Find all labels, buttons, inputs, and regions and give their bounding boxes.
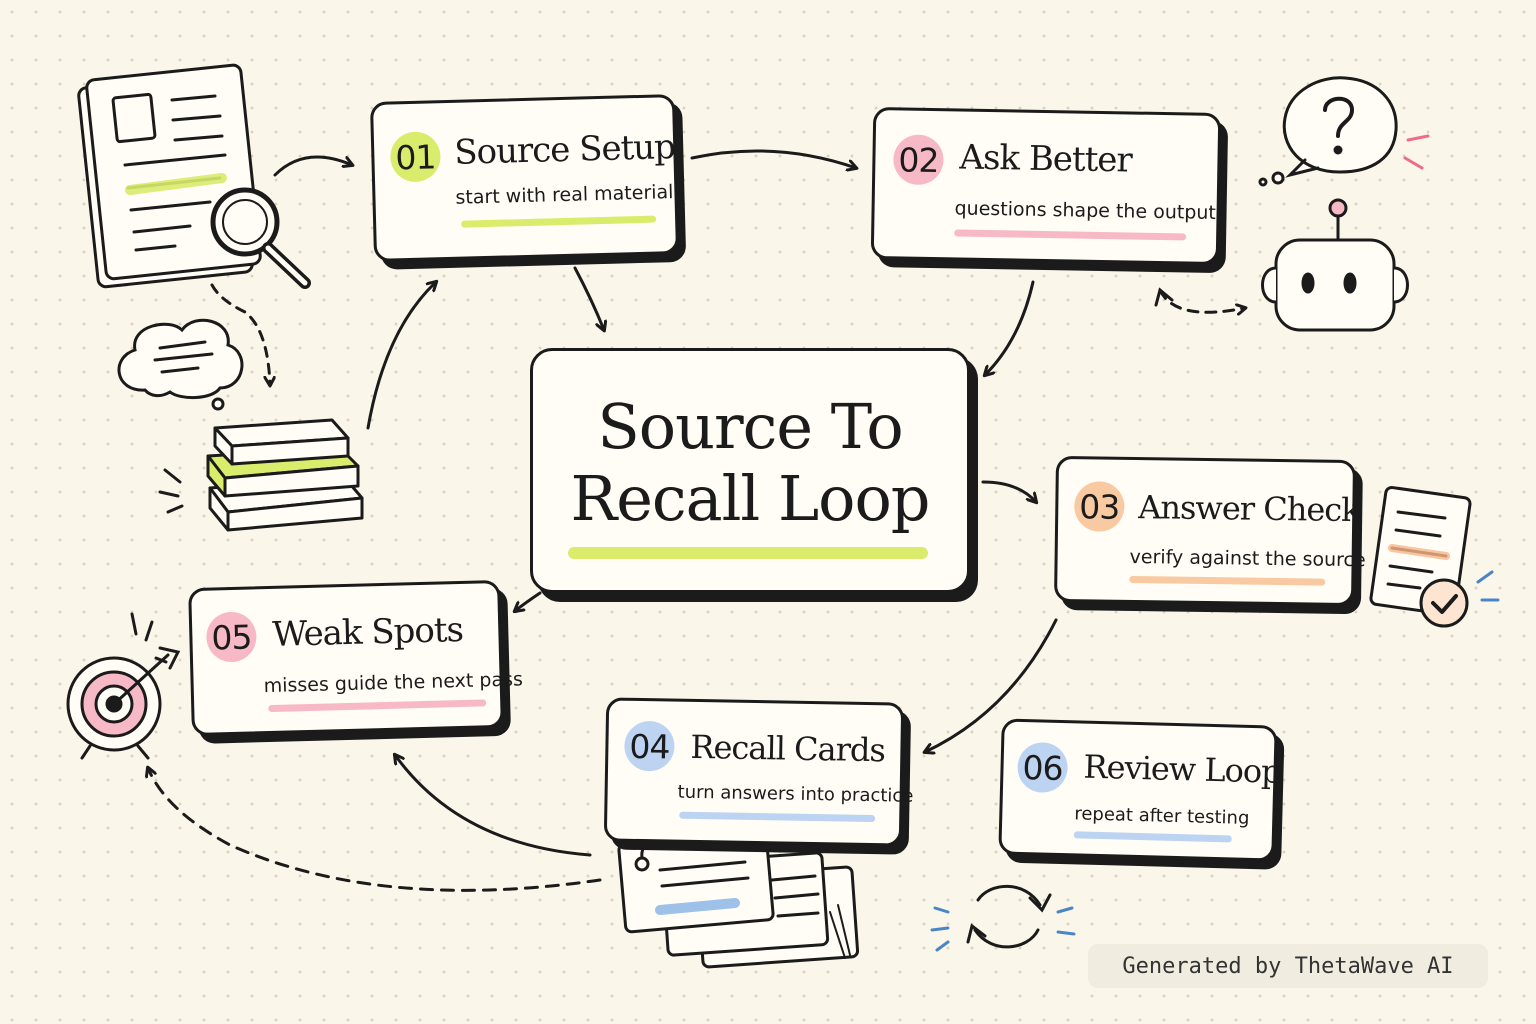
step-card-answer-check: 03 Answer Check verify against the sourc… <box>1053 455 1366 607</box>
question-bubble-icon <box>1258 76 1430 187</box>
document-search-icon <box>77 63 311 289</box>
hub-title-line2: Recall Loop <box>570 462 931 535</box>
step-title: Recall Cards <box>690 727 886 770</box>
step-number-badge: 06 <box>1016 741 1069 794</box>
hub-underline <box>568 547 928 559</box>
step-number-badge: 05 <box>205 611 258 663</box>
step-card-weak-spots: 05 Weak Spots misses guide the next pass <box>188 579 523 737</box>
arrow-step3-to-step4 <box>925 618 1058 752</box>
step-underline <box>461 215 657 228</box>
arrow-step1-to-hub <box>573 266 604 330</box>
arrow-step1-to-step2 <box>690 149 856 168</box>
step-subtitle: turn answers into practice <box>677 781 914 807</box>
checked-document-icon <box>1369 486 1500 628</box>
step-number-badge: 03 <box>1073 481 1125 532</box>
step-subtitle: misses guide the next pass <box>263 668 524 698</box>
thought-cloud-icon <box>117 318 244 411</box>
step-card-ask-better: 02 Ask Better questions shape the output <box>870 106 1222 266</box>
step-card-review-loop: 06 Review Loop repeat after testing <box>998 718 1281 862</box>
arrow-robot-exchange <box>1158 288 1245 312</box>
watermark-badge: Generated by ThetaWave AI <box>1088 944 1488 988</box>
step-number-badge: 02 <box>893 134 944 186</box>
arrow-cards-to-step5 <box>395 755 592 857</box>
step-subtitle: repeat after testing <box>1074 803 1250 829</box>
step-title: Answer Check <box>1138 488 1360 530</box>
step-number-badge: 04 <box>624 720 675 772</box>
robot-icon <box>1261 198 1409 332</box>
books-icon <box>158 418 364 532</box>
flashcards-icon <box>617 830 860 969</box>
step-underline <box>268 699 487 713</box>
hub-title: Source To Recall Loop <box>533 391 967 535</box>
step-underline <box>954 229 1187 241</box>
arrow-doc-to-step1 <box>273 155 352 177</box>
step-underline <box>1073 831 1232 843</box>
step-card-recall-cards: 04 Recall Cards turn answers into practi… <box>603 697 914 847</box>
step-subtitle: verify against the source <box>1129 545 1366 572</box>
hub-title-line1: Source To <box>597 390 903 463</box>
step-subtitle: questions shape the output <box>954 197 1217 224</box>
hub-card: Source To Recall Loop <box>530 348 970 593</box>
refresh-cycle-icon <box>930 884 1076 952</box>
arrow-hub-to-step5 <box>515 591 542 611</box>
step-title: Source Setup <box>453 127 676 173</box>
step-subtitle: start with real material <box>455 181 674 209</box>
arrow-cards-to-target <box>148 768 602 892</box>
step-underline <box>1129 575 1326 586</box>
step-number-badge: 01 <box>389 131 442 183</box>
arrow-doc-to-books <box>210 283 270 385</box>
step-card-source-setup: 01 Source Setup start with real material <box>369 94 680 262</box>
step-title: Weak Spots <box>271 609 464 655</box>
arrow-books-to-step1 <box>366 282 436 430</box>
arrow-hub-to-step3 <box>981 480 1036 502</box>
step-underline <box>679 811 876 823</box>
arrow-step2-to-hub <box>985 280 1035 375</box>
target-icon <box>66 612 181 760</box>
step-title: Review Loop <box>1083 747 1282 791</box>
step-title: Ask Better <box>959 137 1133 181</box>
